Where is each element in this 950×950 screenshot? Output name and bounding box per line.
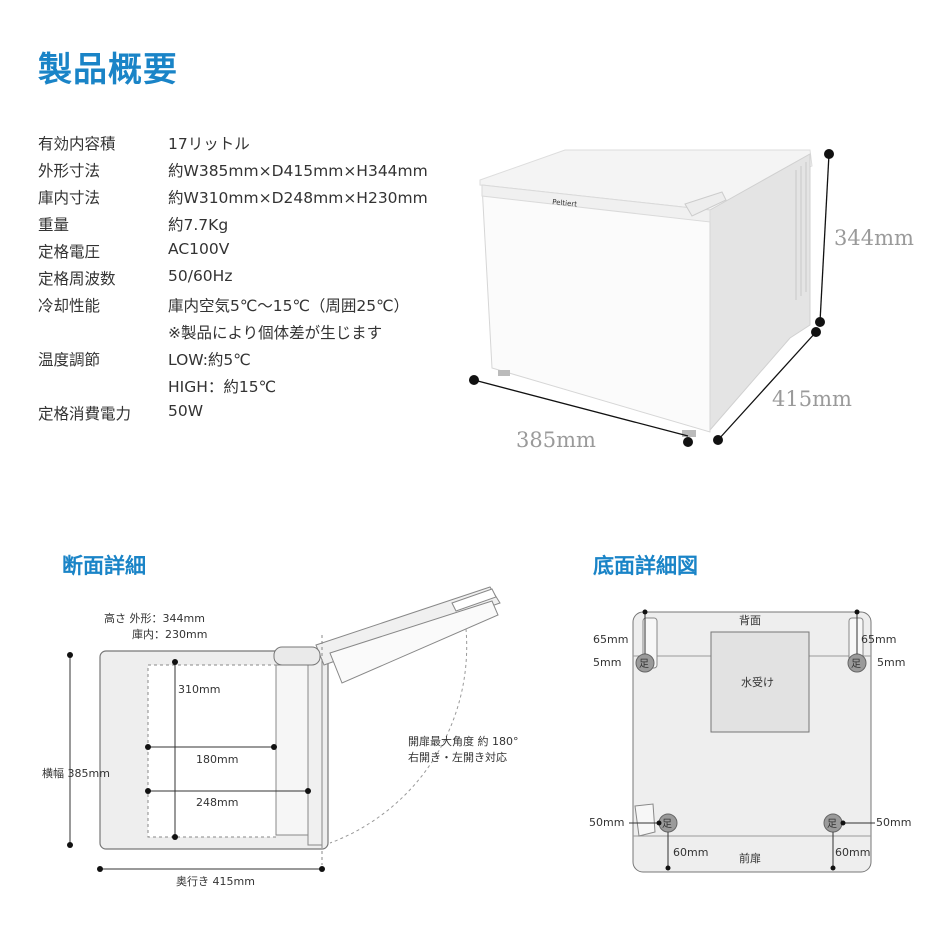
spec-label: 温度調節	[38, 351, 101, 369]
dim-5-left: 5mm	[593, 656, 621, 669]
spec-value: 50/60Hz	[168, 267, 233, 285]
brand-logo: Peltiert	[552, 198, 578, 209]
door-hinge	[684, 191, 727, 217]
fridge-door	[481, 184, 711, 433]
spec-value: 約W385mm×D415mm×H344mm	[168, 162, 428, 180]
dim-65-right: 65mm	[861, 633, 896, 646]
page-title: 製品概要	[38, 50, 178, 90]
water-tray	[710, 631, 810, 733]
spec-label: 定格消費電力	[38, 405, 132, 423]
product-illustration: Peltiert	[469, 149, 834, 447]
dim-65-left: 65mm	[593, 633, 628, 646]
spec-label: 定格電圧	[38, 243, 101, 261]
dim-point	[811, 327, 821, 337]
spec-label: 定格周波数	[38, 270, 116, 288]
spec-value: 約7.7Kg	[168, 216, 229, 234]
spec-value: 約W310mm×D248mm×H230mm	[168, 189, 428, 207]
width-label: 横幅 385mm	[42, 766, 110, 780]
front-label: 前扉	[739, 851, 761, 865]
door-swing-arc	[329, 628, 468, 844]
base-plate	[632, 611, 872, 873]
dim-248-label: 248mm	[196, 796, 238, 809]
dim-310-label: 310mm	[178, 683, 220, 696]
tray-label: 水受け	[741, 676, 774, 689]
svg-text:足: 足	[662, 818, 672, 830]
spec-label: 有効内容積	[38, 135, 116, 153]
section-title: 断面詳細	[62, 554, 146, 578]
door-note-1: 開扉最大角度 約 180°	[408, 734, 519, 748]
door-note-2: 右開き・左開き対応	[408, 750, 507, 764]
svg-text:足: 足	[639, 658, 649, 670]
dim-50-left: 50mm	[589, 816, 624, 829]
svg-text:足: 足	[851, 658, 861, 670]
spec-value: AC100V	[168, 240, 230, 258]
spec-value: HIGH：約15℃	[168, 378, 277, 396]
dim-point	[713, 435, 723, 445]
dim-point	[824, 149, 834, 159]
fridge-top	[479, 149, 813, 211]
spec-value: ※製品により個体差が生じます	[168, 324, 383, 342]
spec-value: 庫内空気5℃～15℃（周囲25℃）	[168, 297, 410, 315]
dim-point	[815, 317, 825, 327]
dim-60-right: 60mm	[835, 846, 870, 859]
dim-point	[683, 437, 693, 447]
width-dimension: 385mm	[516, 428, 596, 452]
dim-180-label: 180mm	[196, 753, 238, 766]
dim-5-right: 5mm	[877, 656, 905, 669]
inner-space	[147, 664, 277, 838]
spec-label: 外形寸法	[38, 162, 101, 180]
spec-value: 50W	[168, 402, 204, 420]
svg-text:足: 足	[827, 818, 837, 830]
spec-label: 庫内寸法	[38, 189, 101, 207]
cross-section-diagram: 高さ 外形：344mm 庫内：230mm 310mm 180mm 248mm 横…	[42, 586, 519, 888]
spec-label: 冷却性能	[38, 297, 101, 315]
spec-label: 重量	[38, 216, 70, 234]
depth-label: 奥行き 415mm	[176, 874, 255, 888]
depth-dimension: 415mm	[772, 387, 852, 411]
height-dimension: 344mm	[834, 226, 914, 250]
dim-60-left: 60mm	[673, 846, 708, 859]
spec-value: 17リットル	[168, 135, 250, 153]
spec-value: LOW:約5℃	[168, 351, 251, 369]
bottom-view-title: 底面詳細図	[593, 554, 698, 578]
back-label: 背面	[739, 613, 761, 627]
dim-50-right: 50mm	[876, 816, 911, 829]
height-label: 高さ 外形：344mm	[104, 611, 205, 625]
inner-height-label: 庫内：230mm	[132, 627, 207, 641]
bottom-view-diagram: 足 足 足 足 背面 前扉 水受け 65mm 65mm 5mm 5mm 50mm…	[589, 609, 911, 873]
dim-point	[469, 375, 479, 385]
